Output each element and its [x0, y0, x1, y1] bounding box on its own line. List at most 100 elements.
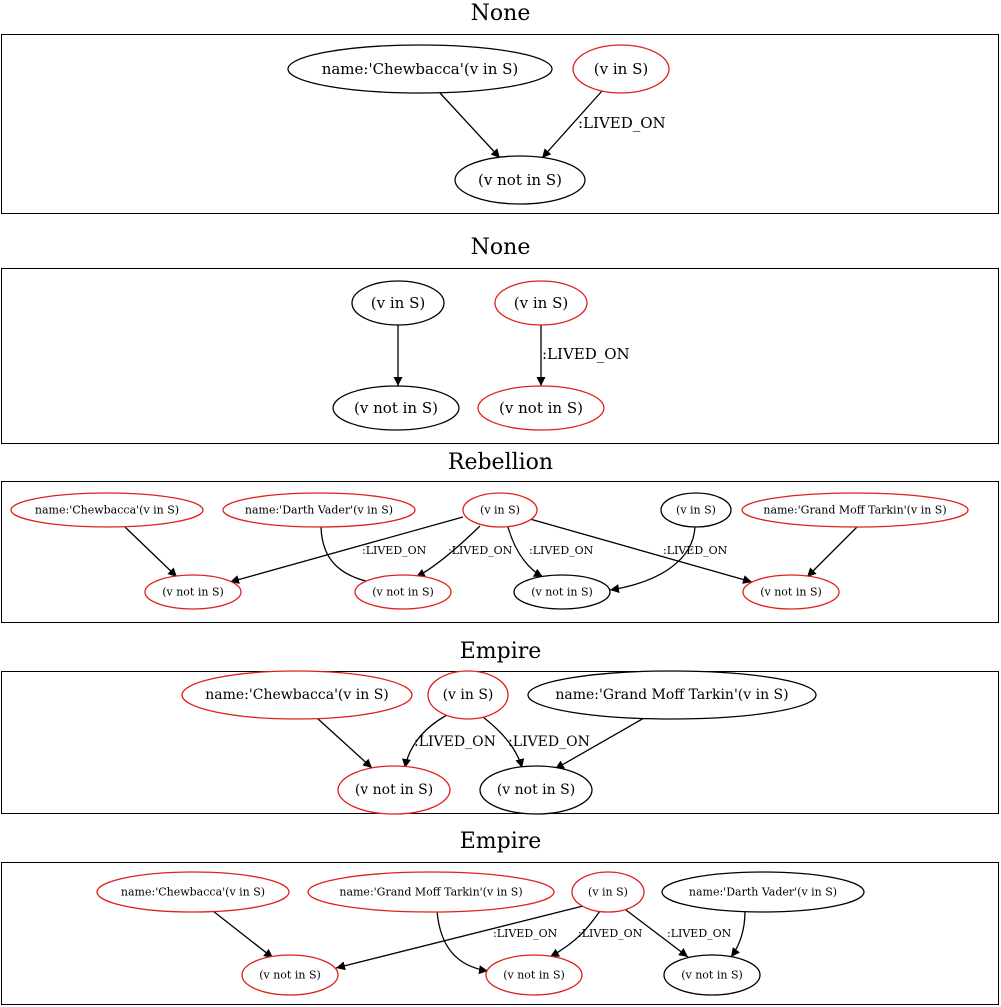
node-ellipse: [485, 954, 583, 996]
edge-label: :LIVED_ON: [578, 927, 643, 940]
node-label: name:'Grand Moff Tarkin'(v in S): [555, 687, 788, 703]
edge-n3-n5: [335, 905, 584, 971]
panel-4-frame: [1, 671, 999, 814]
node-ellipse: [181, 670, 413, 720]
graph-node-n6: (v not in S): [485, 954, 583, 996]
node-label: (v in S): [480, 504, 520, 517]
edge-n3-n7: [625, 909, 689, 958]
edge-n1-n5: [212, 910, 274, 959]
node-ellipse: [742, 574, 840, 610]
graph-node-n1: (v in S): [351, 280, 445, 326]
graph-node-n4: name:'Darth Vader'(v in S): [661, 871, 865, 913]
graph-node-n3: (v in S): [462, 492, 538, 528]
node-ellipse: [10, 492, 204, 528]
node-label: (v in S): [594, 60, 648, 78]
panel-4-graph: :LIVED_ON :LIVED_ON name:'Chewbacca'(v in …: [181, 670, 817, 815]
edge-label: :LIVED_ON: [667, 927, 732, 940]
edge-label: :LIVED_ON: [529, 544, 594, 557]
edge-n3-n6: [549, 910, 601, 958]
graph-node-n1: name:'Chewbacca'(v in S): [181, 670, 413, 720]
graph-node-n7: (v not in S): [663, 954, 761, 996]
edge-label: :LIVED_ON: [578, 114, 666, 132]
node-label: (v not in S): [355, 782, 433, 798]
edge-label: :LIVED_ON: [542, 345, 630, 363]
node-label: (v not in S): [531, 586, 593, 599]
edge-label: :LIVED_ON: [493, 927, 558, 940]
edge-n1-n3: [439, 92, 501, 159]
graph-node-n3: (v not in S): [454, 155, 586, 205]
graph-node-n2: (v in S): [427, 670, 509, 720]
node-label: name:'Grand Moff Tarkin'(v in S): [763, 504, 946, 517]
node-ellipse: [572, 44, 670, 94]
panel-3-title: Rebellion: [447, 450, 554, 475]
panel-4-title: Empire: [459, 639, 542, 664]
node-ellipse: [96, 871, 290, 913]
edge-n3-n7: [415, 525, 481, 578]
edge-n1-n4: [316, 717, 373, 769]
node-ellipse: [427, 670, 509, 720]
node-label: (v not in S): [354, 399, 438, 417]
graph-node-n3: name:'Grand Moff Tarkin'(v in S): [527, 670, 817, 720]
node-ellipse: [479, 765, 593, 815]
graph-node-n4: (v not in S): [337, 765, 451, 815]
panel-1-title: None: [470, 1, 531, 26]
panel-2-title: None: [470, 235, 531, 260]
node-label: name:'Grand Moff Tarkin'(v in S): [339, 886, 522, 899]
node-ellipse: [462, 492, 538, 528]
edge-n3-n5: [554, 717, 645, 770]
node-label: name:'Chewbacca'(v in S): [205, 687, 389, 703]
node-label: (v not in S): [259, 969, 321, 982]
graph-node-n8: (v not in S): [513, 574, 611, 610]
graph-node-n2: (v in S): [494, 280, 588, 326]
node-ellipse: [454, 155, 586, 205]
edge-n2-n6: [436, 910, 489, 975]
graph-node-n9: (v not in S): [742, 574, 840, 610]
node-label: (v in S): [371, 294, 425, 312]
node-label: (v in S): [443, 687, 494, 703]
graph-node-n2: name:'Grand Moff Tarkin'(v in S): [307, 871, 555, 913]
edge-label: :LIVED_ON: [508, 734, 590, 750]
node-label: name:'Darth Vader'(v in S): [689, 886, 837, 899]
graph-node-n5: (v not in S): [479, 765, 593, 815]
node-label: (v in S): [514, 294, 568, 312]
graph-node-n1: name:'Chewbacca'(v in S): [10, 492, 204, 528]
edge-n2-n4: [402, 714, 448, 769]
edge-n2-n5: [482, 716, 525, 769]
node-label: name:'Chewbacca'(v in S): [35, 504, 179, 517]
node-ellipse: [332, 385, 460, 431]
edge-n5-n9: [806, 526, 858, 578]
panel-2-graph: :LIVED_ON(v in S)(v in S)(v not in S)(v …: [332, 280, 630, 431]
node-label: (v not in S): [478, 171, 562, 189]
node-ellipse: [287, 44, 553, 94]
node-ellipse: [513, 574, 611, 610]
node-ellipse: [354, 574, 452, 610]
node-label: (v in S): [676, 504, 716, 517]
graph-node-n3: (v in S): [571, 871, 645, 913]
node-label: (v not in S): [372, 586, 434, 599]
node-label: (v not in S): [497, 782, 575, 798]
node-label: name:'Chewbacca'(v in S): [322, 60, 519, 78]
edge-label: :LIVED_ON: [663, 544, 728, 557]
graph-node-n2: name:'Darth Vader'(v in S): [222, 492, 416, 528]
graph-node-n7: (v not in S): [354, 574, 452, 610]
edge-n3-n8: [507, 526, 544, 578]
node-label: name:'Darth Vader'(v in S): [245, 504, 393, 517]
graph-node-n2: (v in S): [572, 44, 670, 94]
panel-5-frame: [1, 862, 999, 1005]
node-ellipse: [527, 670, 817, 720]
node-ellipse: [222, 492, 416, 528]
node-label: (v not in S): [681, 969, 743, 982]
node-label: name:'Chewbacca'(v in S): [121, 886, 265, 899]
graph-node-n1: name:'Chewbacca'(v in S): [287, 44, 553, 94]
edge-label: :LIVED_ON: [414, 734, 496, 750]
node-ellipse: [660, 492, 732, 528]
panel-3-graph: :LIVED_ON:LIVED_ON:LIVED_ON:LIVED_ONname…: [10, 492, 969, 610]
node-ellipse: [661, 871, 865, 913]
node-ellipse: [241, 954, 339, 996]
node-ellipse: [571, 871, 645, 913]
edge-n3-n6: [229, 516, 464, 584]
edge-n2-n3: [541, 90, 603, 159]
node-ellipse: [741, 492, 969, 528]
node-ellipse: [477, 385, 605, 431]
